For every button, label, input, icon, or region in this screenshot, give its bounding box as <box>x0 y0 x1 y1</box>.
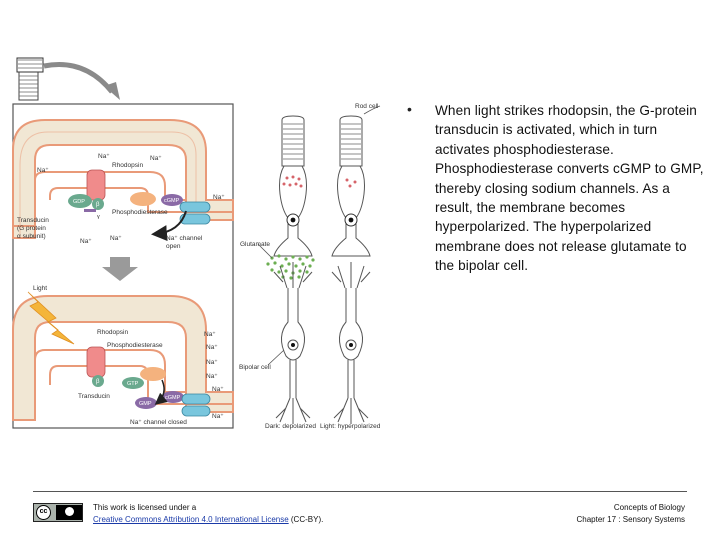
label-bipolar-cell: Bipolar cell <box>239 364 271 371</box>
rhodopsin-light <box>86 346 106 378</box>
cgmp-dots-light <box>345 178 357 188</box>
light-bolt <box>27 291 75 345</box>
license-link[interactable]: Creative Commons Attribution 4.0 Interna… <box>93 515 289 524</box>
label-dark-depolarized: Dark: depolarized <box>265 423 316 430</box>
phosphodiesterase-light <box>140 367 166 381</box>
bullet-marker: • <box>407 101 412 117</box>
cc-by-badge[interactable]: cc <box>33 503 83 522</box>
label-light: Light <box>33 285 47 292</box>
label-na-12: Na⁺ <box>212 413 224 420</box>
label-na-11: Na⁺ <box>212 386 224 393</box>
label-na-4: Na⁺ <box>213 194 225 201</box>
dark-state-panel <box>12 119 234 242</box>
course-title: Concepts of Biology <box>613 503 685 512</box>
label-rod-cell: Rod cell <box>355 103 379 110</box>
label-transducin-light: Transducin <box>78 393 110 400</box>
transition-arrow <box>102 257 138 281</box>
phosphodiesterase-dark <box>130 192 156 206</box>
zoom-arrow <box>43 61 114 94</box>
course-info: Concepts of Biology Chapter 17 : Sensory… <box>577 502 686 526</box>
cgmp-dark <box>161 194 183 206</box>
label-na-2: Na⁺ <box>150 155 162 162</box>
transducin-gtp <box>122 377 144 389</box>
label-na-6: Na⁺ <box>110 235 122 242</box>
label-na-9: Na⁺ <box>206 359 218 366</box>
label-cgmp-dark: cGMP <box>164 198 180 204</box>
label-na-8: Na⁺ <box>206 344 218 351</box>
light-state-panel <box>12 291 234 421</box>
gmp <box>135 397 157 409</box>
label-na-channel-open-1: Na⁺ channel <box>166 235 203 242</box>
label-na-1: Na⁺ <box>98 153 110 160</box>
rod-cell-light <box>331 115 371 257</box>
license-prefix: This work is licensed under a <box>93 503 197 512</box>
label-na-10: Na⁺ <box>206 373 218 380</box>
label-beta-dark: β <box>96 202 100 208</box>
by-icon <box>56 505 82 520</box>
license-text: This work is licensed under a Creative C… <box>93 502 323 526</box>
label-gtp: GTP <box>127 381 139 387</box>
label-na-5: Na⁺ <box>80 238 92 245</box>
na-channel-open <box>179 201 211 213</box>
label-phosphodiesterase-dark: Phosphodiesterase <box>112 209 168 216</box>
transducin-gdp <box>68 194 92 208</box>
rod-thumbnail <box>16 57 44 101</box>
glutamate-dots <box>266 254 315 280</box>
label-na-3: Na⁺ <box>37 167 49 174</box>
footer-divider <box>33 491 687 492</box>
label-gmp: GMP <box>139 401 152 407</box>
label-gdp: GDP <box>73 199 85 205</box>
label-g-protein: (G protein <box>17 225 46 232</box>
label-gamma-dark: γ <box>97 214 100 220</box>
label-cgmp-light: cGMP <box>165 395 181 401</box>
bullet-text: When light strikes rhodopsin, the G-prot… <box>435 103 704 274</box>
label-beta-light: β <box>96 379 100 385</box>
transducin-beta-light <box>92 375 104 387</box>
label-na-7: Na⁺ <box>204 331 216 338</box>
label-transducin-dark: Transducin <box>17 217 49 224</box>
rhodopsin-dark <box>86 169 106 201</box>
transducin-beta-dark <box>92 198 104 210</box>
rod-cell-dark <box>273 115 313 257</box>
bullet-point: • When light strikes rhodopsin, the G-pr… <box>407 101 707 276</box>
label-rhodopsin-light: Rhodopsin <box>97 329 128 336</box>
label-light-hyperpolarized: Light: hyperpolarized <box>320 423 381 430</box>
cc-icon: cc <box>36 505 51 520</box>
label-na-channel-closed: Na⁺ channel closed <box>130 419 187 426</box>
label-na-channel-open-2: open <box>166 243 181 250</box>
na-channel-closed <box>181 393 211 405</box>
license-suffix: (CC-BY). <box>288 515 324 524</box>
chapter-title: Chapter 17 : Sensory Systems <box>576 515 686 524</box>
label-alpha-subunit: α subunit) <box>17 233 46 240</box>
label-phosphodiesterase-light: Phosphodiesterase <box>107 342 163 349</box>
label-rhodopsin-dark: Rhodopsin <box>112 162 143 169</box>
cgmp-dots-dark <box>282 175 303 188</box>
label-glutamate: Glutamate <box>240 241 270 248</box>
